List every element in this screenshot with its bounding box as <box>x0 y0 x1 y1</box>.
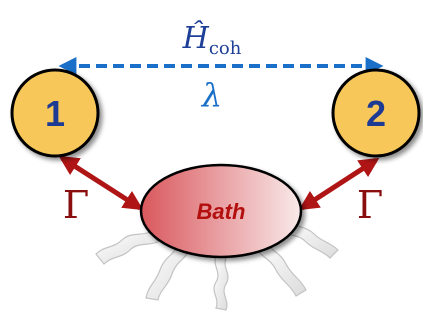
site-2: 2 <box>331 68 421 158</box>
coupling-strength-label: λ <box>200 76 222 114</box>
site-2-label: 2 <box>366 93 386 134</box>
hamiltonian-subscript: coh <box>209 38 242 59</box>
hamiltonian-label: Ĥcoh <box>182 20 242 59</box>
wavy-ray-left <box>145 245 191 301</box>
wavy-ray-far-left <box>95 231 159 265</box>
site-1-label: 1 <box>45 93 65 134</box>
wavy-ray-right <box>255 241 307 297</box>
site-2-circle <box>331 68 421 158</box>
bath-coupling-arrow-left <box>58 155 144 211</box>
wavy-ray-center <box>213 255 229 311</box>
bath: Bath <box>139 163 303 259</box>
bath-ellipse <box>139 163 303 259</box>
site-1-circle <box>10 68 100 158</box>
hamiltonian-symbol: Ĥ <box>182 20 210 56</box>
gamma-label-right: Γ <box>357 183 383 227</box>
bath-label: Bath <box>197 199 246 224</box>
bath-coupling-arrow-right <box>298 157 380 211</box>
site-1: 1 <box>10 68 100 158</box>
gamma-label-left: Γ <box>63 183 89 227</box>
